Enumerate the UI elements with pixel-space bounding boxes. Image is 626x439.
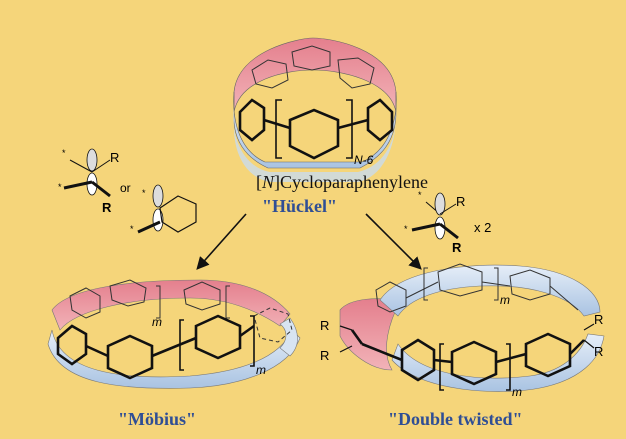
- left-r-top: R: [110, 150, 119, 165]
- right-orbital-annotation: * R * R x 2: [404, 190, 491, 255]
- double-r-right-bot: R: [594, 344, 603, 359]
- hoop-outer-band: [233, 91, 397, 169]
- cpp-hoop: N-6: [233, 37, 397, 182]
- double-twisted-label: "Double twisted": [388, 409, 523, 429]
- svg-text:*: *: [62, 148, 66, 158]
- double-r-left-top: R: [320, 318, 329, 333]
- double-m2: m: [512, 385, 522, 399]
- mobius-hoop: m m: [47, 279, 301, 389]
- arrow-to-double: [365, 213, 422, 270]
- left-r-bold: R: [102, 200, 112, 215]
- svg-text:*: *: [418, 190, 422, 200]
- mobius-label: "Möbius": [118, 409, 196, 429]
- svg-text:*: *: [58, 182, 62, 192]
- svg-text:*: *: [404, 224, 408, 234]
- double-r-right-top: R: [594, 312, 603, 327]
- mobius-pink-band: [51, 279, 291, 331]
- right-r-bold: R: [452, 240, 462, 255]
- cpp-title: [N]Cycloparaphenylene: [256, 172, 428, 192]
- svg-text:*: *: [142, 188, 146, 198]
- hoop-inner-band: [233, 37, 397, 113]
- mobius-m1: m: [152, 315, 162, 329]
- svg-text:*: *: [130, 224, 134, 234]
- double-blue-band-bottom: [391, 333, 605, 392]
- right-r-top: R: [456, 194, 465, 209]
- arrow-to-mobius: [196, 213, 247, 270]
- double-twisted-hoop: m m R R R R: [320, 263, 605, 399]
- right-multiplier: x 2: [474, 220, 491, 235]
- double-m1: m: [500, 293, 510, 307]
- mobius-m2: m: [256, 363, 266, 377]
- left-orbital-annotation: * R * R or * *: [58, 148, 197, 234]
- mobius-dashed-ring: [253, 307, 293, 343]
- double-r-left-bot: R: [320, 348, 329, 363]
- left-or: or: [120, 181, 131, 195]
- huckel-label: "Hückel": [262, 196, 337, 216]
- double-blue-band-top: [379, 264, 601, 317]
- hoop-subscript: N-6: [354, 153, 374, 167]
